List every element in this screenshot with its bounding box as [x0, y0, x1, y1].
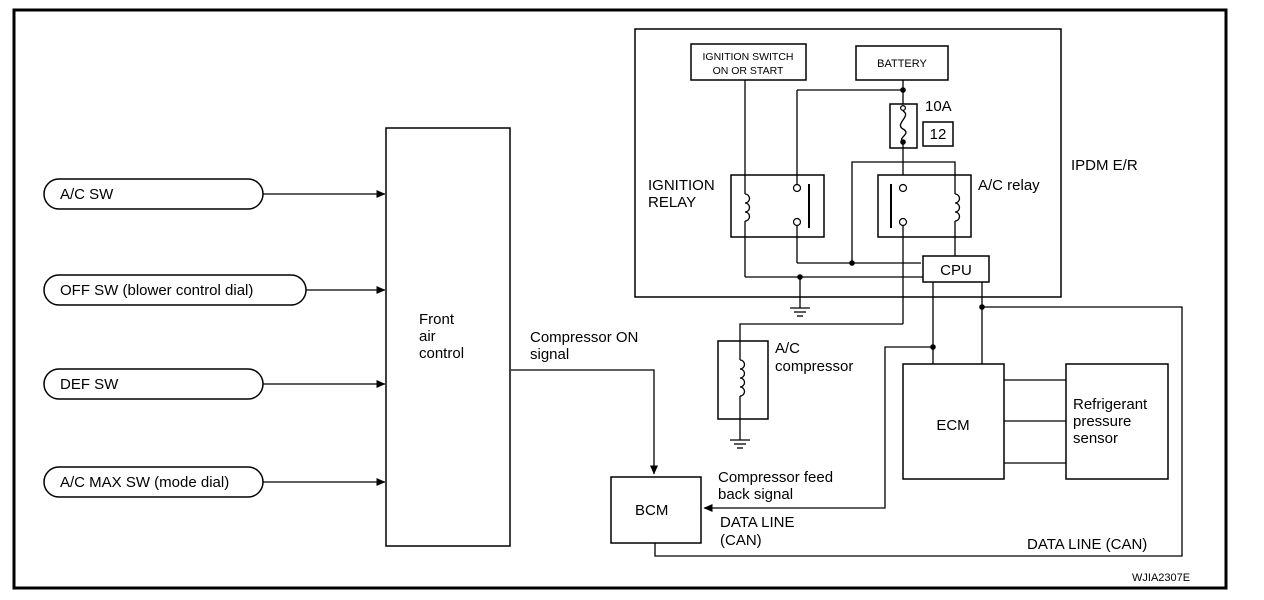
- ignition-switch-line2: ON OR START: [713, 65, 784, 77]
- off-sw-label: OFF SW (blower control dial): [60, 282, 253, 299]
- ac-compressor-line2: compressor: [775, 358, 853, 375]
- compressor-on-signal: Compressor ON signal: [511, 329, 658, 475]
- refrigerant-line2: pressure: [1073, 413, 1131, 430]
- fuse-icon: [899, 110, 907, 142]
- ignition-relay-line1: IGNITION: [648, 177, 715, 194]
- input-def-sw: DEF SW: [43, 368, 386, 400]
- compressor-feedback: Compressor feed back signal: [703, 346, 933, 512]
- refrigerant-line1: Refrigerant: [1073, 396, 1148, 413]
- data-line-right-label: DATA LINE (CAN): [1027, 536, 1147, 553]
- cpu-box: [922, 255, 990, 283]
- cpu-label: CPU: [940, 262, 972, 279]
- bcm-label: BCM: [635, 502, 668, 519]
- front-air-control-box: Front air control: [385, 127, 511, 547]
- ecm-label: ECM: [936, 417, 969, 434]
- front-air-control-line1: Front: [419, 311, 455, 328]
- front-air-control-line2: air: [419, 328, 436, 345]
- fuse-number: 12: [930, 126, 947, 143]
- refrigerant-line3: sensor: [1073, 430, 1118, 447]
- def-sw-label: DEF SW: [60, 376, 119, 393]
- input-off-sw: OFF SW (blower control dial): [43, 274, 386, 306]
- ipdm-title: IPDM E/R: [1071, 157, 1138, 174]
- refrigerant-pressure-sensor: Refrigerant pressure sensor: [1065, 363, 1169, 480]
- ipdm-er: IPDM E/R IGNITION SWITCH ON OR START BAT…: [634, 28, 1138, 324]
- compressor-feedback-line2: back signal: [718, 486, 793, 503]
- compressor-feedback-line1: Compressor feed: [718, 469, 833, 486]
- fuse-number-box: [922, 121, 954, 147]
- battery-box: [855, 45, 949, 81]
- ac-sw-label: A/C SW: [60, 186, 114, 203]
- ignition-relay-coil-icon: [744, 193, 751, 222]
- compressor-coil-icon: [739, 359, 746, 397]
- ac-relay-coil-icon: [954, 193, 961, 222]
- ignition-switch-box: [690, 43, 807, 81]
- ac-compressor: A/C compressor: [717, 323, 903, 449]
- data-line-can: DATA LINE (CAN) DATA LINE (CAN): [654, 306, 1183, 557]
- figure-code: WJIA2307E: [1132, 572, 1190, 584]
- data-line-bcm-line1: DATA LINE: [720, 514, 794, 531]
- ac-relay: [877, 174, 972, 324]
- front-air-control-line3: control: [419, 345, 464, 362]
- compressor-on-label-line2: signal: [530, 346, 569, 363]
- ac-max-sw-label: A/C MAX SW (mode dial): [60, 474, 229, 491]
- ground-icon-ipdm: [790, 277, 810, 317]
- ac-relay-label: A/C relay: [978, 177, 1040, 194]
- battery-label: BATTERY: [877, 58, 927, 70]
- ignition-relay-line2: RELAY: [648, 194, 696, 211]
- compressor-on-label-line1: Compressor ON: [530, 329, 638, 346]
- ignition-switch-line1: IGNITION SWITCH: [703, 51, 794, 63]
- ignition-relay: [730, 80, 921, 277]
- data-line-bcm-line2: (CAN): [720, 532, 762, 549]
- outer-frame: [12, 8, 1228, 590]
- input-ac-max-sw: A/C MAX SW (mode dial): [43, 466, 386, 498]
- bcm-box: BCM: [610, 476, 702, 544]
- input-ac-sw: A/C SW: [43, 178, 386, 210]
- ac-compressor-line1: A/C: [775, 340, 800, 357]
- ecm-box: ECM: [902, 363, 1005, 480]
- fuse-rating: 10A: [925, 98, 952, 115]
